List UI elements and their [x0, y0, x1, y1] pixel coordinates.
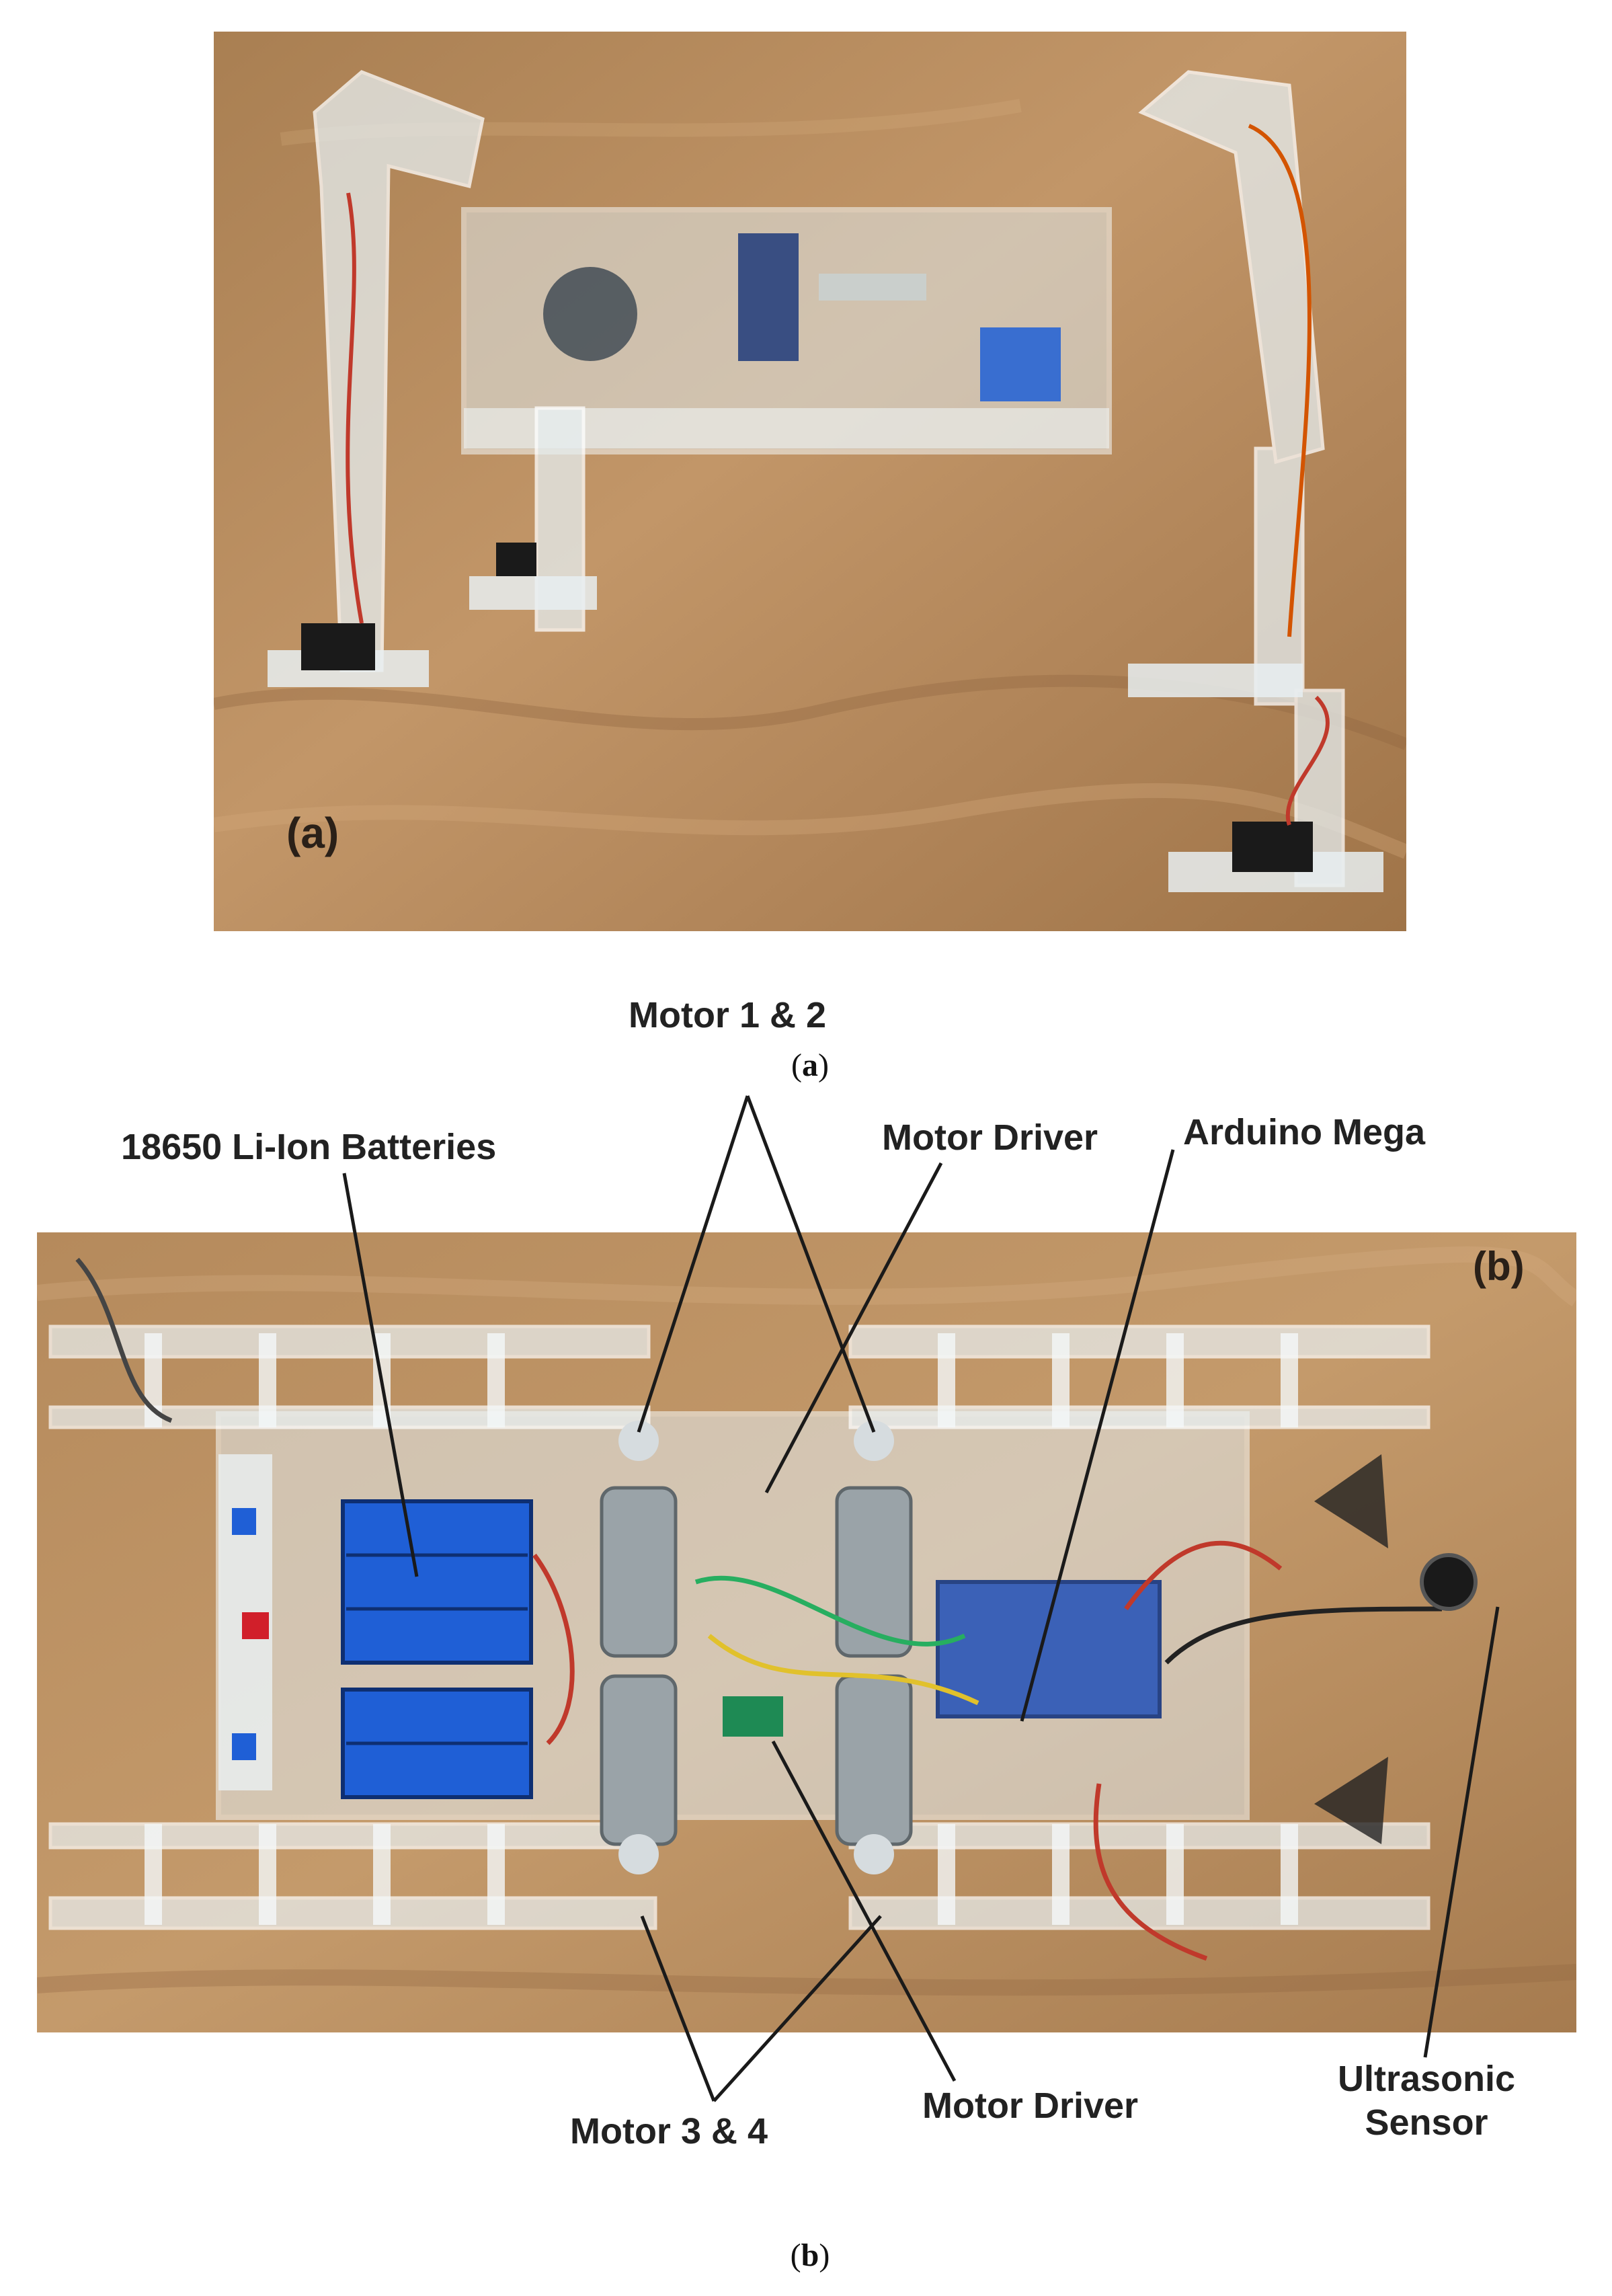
caption-a-letter: a [802, 1047, 818, 1083]
caption-a: (a) [791, 1047, 829, 1083]
label-motor-1-2: Motor 1 & 2 [629, 995, 827, 1035]
photo-robot-top-view: (b) [37, 1232, 1576, 2032]
label-ultrasonic-line1: Ultrasonic [1338, 2059, 1516, 2099]
label-motor-driver-top: Motor Driver [882, 1117, 1098, 1158]
panel-b-tag: (b) [1473, 1244, 1525, 1289]
caption-b-letter: b [801, 2238, 819, 2273]
photo-robot-side-view: (a) [214, 32, 1406, 931]
panel-a-tag: (a) [286, 809, 339, 857]
label-arduino-mega: Arduino Mega [1183, 1112, 1425, 1152]
label-ultrasonic-line2: Sensor [1365, 2102, 1488, 2143]
label-motor-3-4: Motor 3 & 4 [570, 2111, 768, 2151]
caption-b: (b) [790, 2238, 830, 2273]
label-ultrasonic-sensor: Ultrasonic Sensor [1338, 2057, 1515, 2145]
label-motor-driver-bottom: Motor Driver [922, 2086, 1139, 2126]
label-batteries: 18650 Li-Ion Batteries [121, 1127, 497, 1167]
